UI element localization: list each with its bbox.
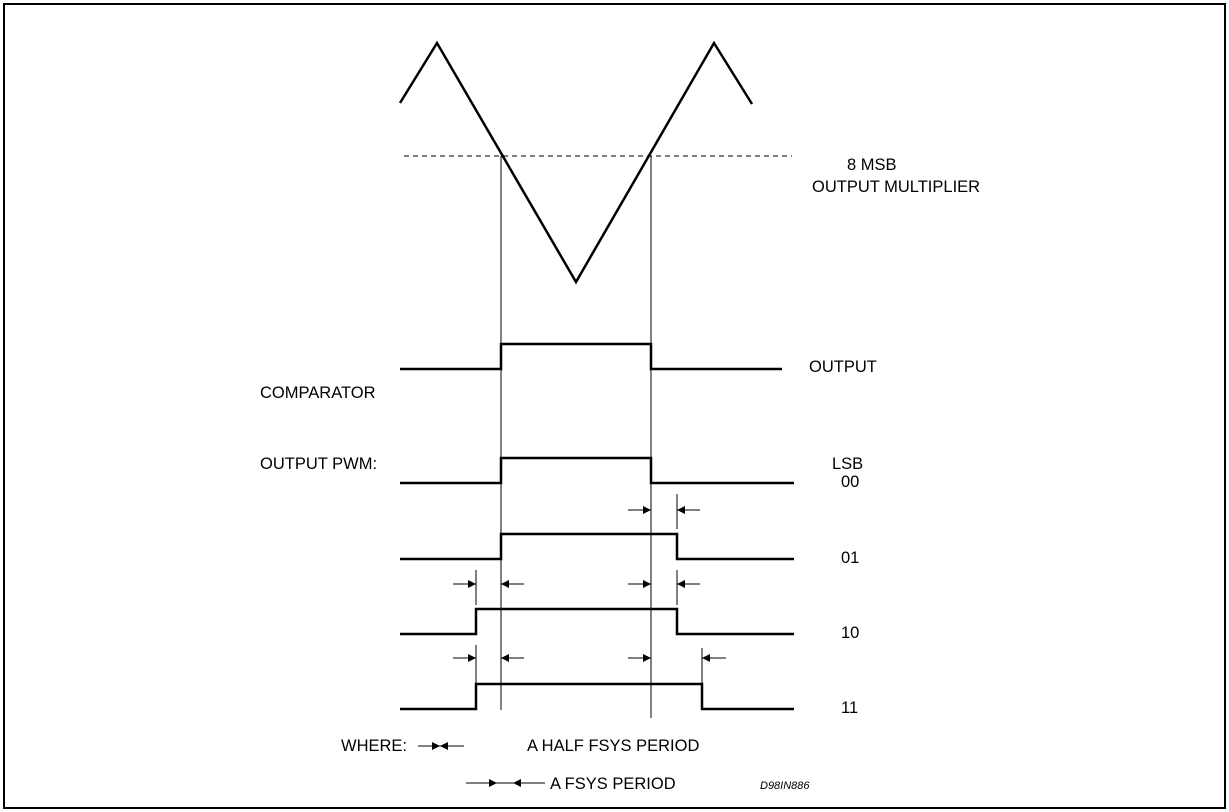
lsb-code-01: 01 xyxy=(841,549,859,567)
lsb-code-11: 11 xyxy=(841,699,858,717)
threshold-label-line2: OUTPUT MULTIPLIER xyxy=(812,178,980,196)
output-pwm-label: OUTPUT PWM: xyxy=(260,455,377,473)
comparator-output-waveform xyxy=(400,342,782,371)
legend-half-period-label: A HALF FSYS PERIOD xyxy=(527,737,699,755)
lsb-code-00: 00 xyxy=(841,473,859,491)
output-label: OUTPUT xyxy=(809,358,877,376)
pwm-waveform-10 xyxy=(400,607,794,636)
where-label: WHERE: xyxy=(341,737,407,755)
pwm-waveform-01 xyxy=(400,532,794,561)
pwm-waveform-11 xyxy=(400,682,794,711)
lsb-code-10: 10 xyxy=(841,624,859,642)
triangle-carrier-wave xyxy=(398,40,754,285)
pwm-waveform-00 xyxy=(400,456,794,485)
comparator-label: COMPARATOR xyxy=(260,384,376,402)
figure-code: D98IN886 xyxy=(760,780,810,792)
legend-full-period-label: A FSYS PERIOD xyxy=(550,775,676,793)
lsb-header: LSB xyxy=(832,455,863,473)
figure-border xyxy=(3,3,1226,809)
threshold-label-line1: 8 MSB xyxy=(847,156,897,174)
